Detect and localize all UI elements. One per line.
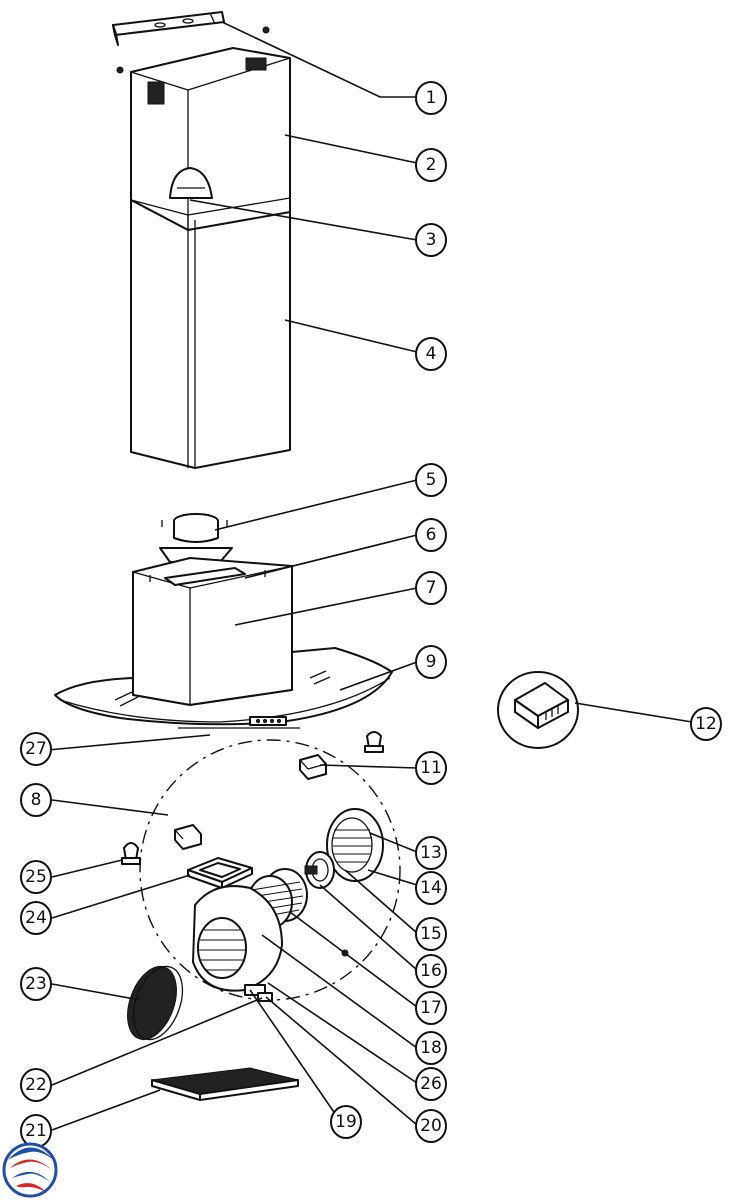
callout-label: 11 [420,758,442,778]
callout-15: 15 [415,917,447,951]
callout-26: 26 [415,1067,447,1101]
upper-chimney-part [130,47,291,231]
callout-13: 13 [415,836,447,870]
brand-logo-icon [2,1142,58,1198]
callout-label: 20 [420,1116,442,1136]
grease-filter-part [151,1067,299,1101]
callout-18: 18 [415,1031,447,1065]
callout-label: 4 [426,344,437,364]
callout-label: 25 [25,867,47,887]
callout-12: 12 [690,707,722,741]
callout-5: 5 [415,463,447,497]
callout-label: 5 [426,470,437,490]
callout-label: 13 [420,843,442,863]
callout-21: 21 [20,1114,52,1148]
callout-3: 3 [415,223,447,257]
callout-2: 2 [415,148,447,182]
callout-19: 19 [330,1105,362,1139]
callout-23: 23 [20,967,52,1001]
callout-label: 18 [420,1038,442,1058]
callout-20: 20 [415,1109,447,1143]
callout-label: 21 [25,1121,47,1141]
callout-label: 17 [420,998,442,1018]
callout-8: 8 [20,783,52,817]
callout-label: 19 [335,1112,357,1132]
callout-label: 23 [25,974,47,994]
motor-part [304,851,335,889]
callout-label: 16 [420,961,442,981]
callout-label: 8 [31,790,42,810]
callout-25: 25 [20,860,52,894]
callout-22: 22 [20,1068,52,1102]
capacitor-part [174,754,327,850]
callout-24: 24 [20,901,52,935]
callout-27: 27 [20,732,52,766]
leader-lines [47,21,693,1131]
callout-label: 26 [420,1074,442,1094]
callout-label: 1 [426,88,437,108]
callout-label: 22 [25,1075,47,1095]
duct-joint-part [169,167,213,199]
callout-label: 3 [426,230,437,250]
callout-7: 7 [415,571,447,605]
lamp-holder-part [121,731,384,865]
callout-17: 17 [415,991,447,1025]
callout-1: 1 [415,81,447,115]
callout-label: 9 [426,652,437,672]
callout-9: 9 [415,645,447,679]
exhaust-adaptor-part [159,513,233,563]
glass-canopy-part [54,647,393,729]
motor-plate-part [326,808,384,882]
callout-label: 2 [426,155,437,175]
blower-housing-part [192,885,283,992]
callout-label: 14 [420,878,442,898]
control-unit-part [497,671,579,749]
carbon-filter-part [127,965,184,1041]
wall-bracket-part [112,11,270,74]
motor-housing-part [132,557,293,706]
callout-16: 16 [415,954,447,988]
callout-14: 14 [415,871,447,905]
callout-label: 27 [25,739,47,759]
callout-label: 15 [420,924,442,944]
callout-11: 11 [415,751,447,785]
callout-6: 6 [415,518,447,552]
callout-label: 7 [426,578,437,598]
impeller-part [247,868,308,929]
callout-label: 6 [426,525,437,545]
callout-label: 24 [25,908,47,928]
callout-4: 4 [415,337,447,371]
gasket-frame-part [187,857,253,889]
control-panel-part [249,716,287,726]
lower-chimney-part [130,197,291,469]
callout-label: 12 [695,714,717,734]
